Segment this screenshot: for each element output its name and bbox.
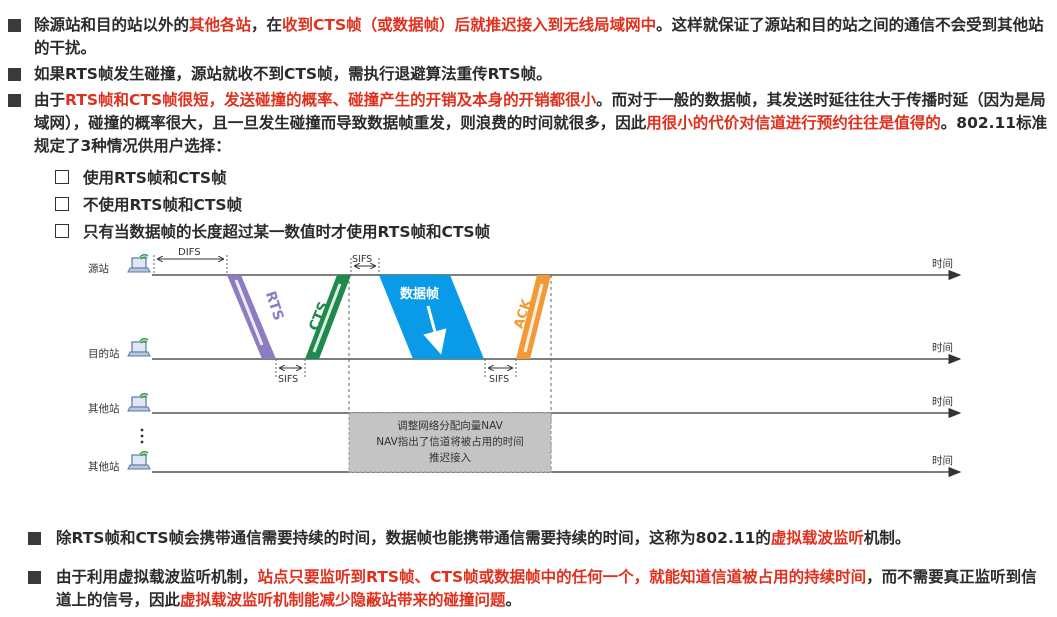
nav-line-1: 调整网络分配向量NAV — [397, 419, 503, 432]
paragraph-rts-collision: 如果RTS帧发生碰撞，源站就收不到CTS帧，需执行退避算法重传RTS帧。 — [8, 63, 1048, 86]
option-label: 不使用RTS帧和CTS帧 — [83, 196, 243, 214]
body-text: 。 — [505, 591, 522, 609]
ellipsis-dots — [140, 428, 144, 444]
nav-line-3: 推迟接入 — [429, 451, 471, 464]
body-text: 由于利用虚拟载波监听机制， — [56, 568, 258, 586]
laptop-icon-source — [127, 253, 151, 273]
paragraph-cost: 由于RTS帧和CTS帧很短，发送碰撞的概率、碰撞产生的开销及本身的开销都很小。而… — [8, 89, 1048, 158]
station-label-other-1: 其他站 — [88, 402, 120, 415]
paragraph-virtual-carrier: 除RTS帧和CTS帧会携带通信需要持续的时间，数据帧也能携带通信需要持续的时间，… — [28, 527, 1048, 550]
laptop-icon-other-1 — [127, 392, 151, 412]
time-label-other-2: 时间 — [932, 454, 953, 467]
checkbox-icon — [55, 170, 69, 184]
rts-label: RTS — [262, 289, 286, 322]
data-frame-label: 数据帧 — [400, 286, 439, 302]
laptop-icon-destination — [127, 337, 151, 357]
option-label: 使用RTS帧和CTS帧 — [83, 169, 227, 187]
difs-label: DIFS — [178, 247, 201, 258]
paragraph-text: 除RTS帧和CTS帧会携带通信需要持续的时间，数据帧也能携带通信需要持续的时间，… — [56, 527, 1048, 550]
paragraph-other-stations: 除源站和目的站以外的其他各站，在收到CTS帧（或数据帧）后就推迟接入到无线局域网… — [8, 14, 1048, 60]
cts-direction-arrow — [312, 283, 342, 353]
time-label-other-1: 时间 — [932, 395, 953, 408]
highlight-text: RTS帧和CTS帧很短，发送碰撞的概率、碰撞产生的开销及本身的开销都很小 — [65, 91, 597, 109]
data-direction-arrow — [423, 305, 447, 355]
body-text: 。而对于一般的数据帧，其发送时延往往大于传播时延（因为是局域网），碰撞的概率很大… — [34, 91, 1046, 132]
sifs1-label: SIFS — [278, 374, 298, 385]
option-no-rts-cts: 不使用RTS帧和CTS帧 — [55, 194, 242, 216]
paragraph-text: 除源站和目的站以外的其他各站，在收到CTS帧（或数据帧）后就推迟接入到无线局域网… — [34, 14, 1048, 60]
bullet-square — [8, 19, 21, 32]
checkbox-icon — [55, 197, 69, 211]
highlight-text: 站点只要监听到RTS帧、CTS帧或数据帧中的任何一个，就能知道信道被占用的持续时… — [257, 568, 867, 586]
nav-line-2: NAV指出了信道将被占用的时间 — [376, 435, 524, 448]
sifs2-label: SIFS — [352, 254, 372, 265]
body-text: 除源站和目的站以外的 — [34, 16, 190, 34]
body-text: ，而不需要真正监听到信道上的信号，因此 — [56, 568, 1037, 609]
highlight-text: 收到CTS帧（或数据帧）后就推迟接入到无线局域网中 — [282, 16, 657, 34]
time-label-source: 时间 — [932, 257, 953, 270]
ack-direction-arrow — [523, 283, 544, 353]
paragraph-hidden-station: 由于利用虚拟载波监听机制，站点只要监听到RTS帧、CTS帧或数据帧中的任何一个，… — [28, 566, 1048, 612]
highlight-text: 虚拟载波监听 — [770, 529, 864, 547]
station-label-source: 源站 — [88, 262, 109, 275]
body-text: 除RTS帧和CTS帧会携带通信需要持续的时间，数据帧也能携带通信需要持续的时间，… — [56, 529, 771, 547]
option-threshold-rts-cts: 只有当数据帧的长度超过某一数值时才使用RTS帧和CTS帧 — [55, 221, 490, 243]
body-text: ，在 — [251, 16, 283, 34]
highlight-text: 其他各站 — [189, 16, 252, 34]
paragraph-text: 如果RTS帧发生碰撞，源站就收不到CTS帧，需执行退避算法重传RTS帧。 — [34, 63, 1048, 86]
bullet-square — [8, 68, 21, 81]
highlight-text: 虚拟载波监听机制能减少隐蔽站带来的碰撞问题 — [180, 591, 506, 609]
station-label-destination: 目的站 — [88, 347, 120, 360]
station-label-other-2: 其他站 — [88, 460, 120, 473]
sifs3-label: SIFS — [489, 374, 509, 385]
bullet-square — [28, 532, 41, 545]
body-text: 。802.11标准规定了3种情况供用户选择： — [34, 114, 1048, 155]
body-text: 如果RTS帧发生碰撞，源站就收不到CTS帧，需执行退避算法重传RTS帧。 — [34, 65, 552, 83]
laptop-icon-other-2 — [127, 450, 151, 470]
option-label: 只有当数据帧的长度超过某一数值时才使用RTS帧和CTS帧 — [83, 223, 491, 241]
checkbox-icon — [55, 224, 69, 238]
nav-box — [348, 412, 552, 473]
body-text: 由于 — [34, 91, 66, 109]
bullet-square — [28, 571, 41, 584]
paragraph-text: 由于利用虚拟载波监听机制，站点只要监听到RTS帧、CTS帧或数据帧中的任何一个，… — [56, 566, 1048, 612]
body-text: 。这样就保证了源站和目的站之间的通信不会受到其他站的干扰。 — [34, 16, 1044, 57]
highlight-text: 用很小的代价对信道进行预约往往是值得的 — [646, 114, 941, 132]
bullet-square — [8, 94, 21, 107]
time-label-destination: 时间 — [932, 341, 953, 354]
paragraph-text: 由于RTS帧和CTS帧很短，发送碰撞的概率、碰撞产生的开销及本身的开销都很小。而… — [34, 89, 1048, 158]
option-use-rts-cts: 使用RTS帧和CTS帧 — [55, 167, 227, 189]
rts-direction-arrow — [234, 279, 264, 346]
body-text: 机制。 — [863, 529, 911, 547]
